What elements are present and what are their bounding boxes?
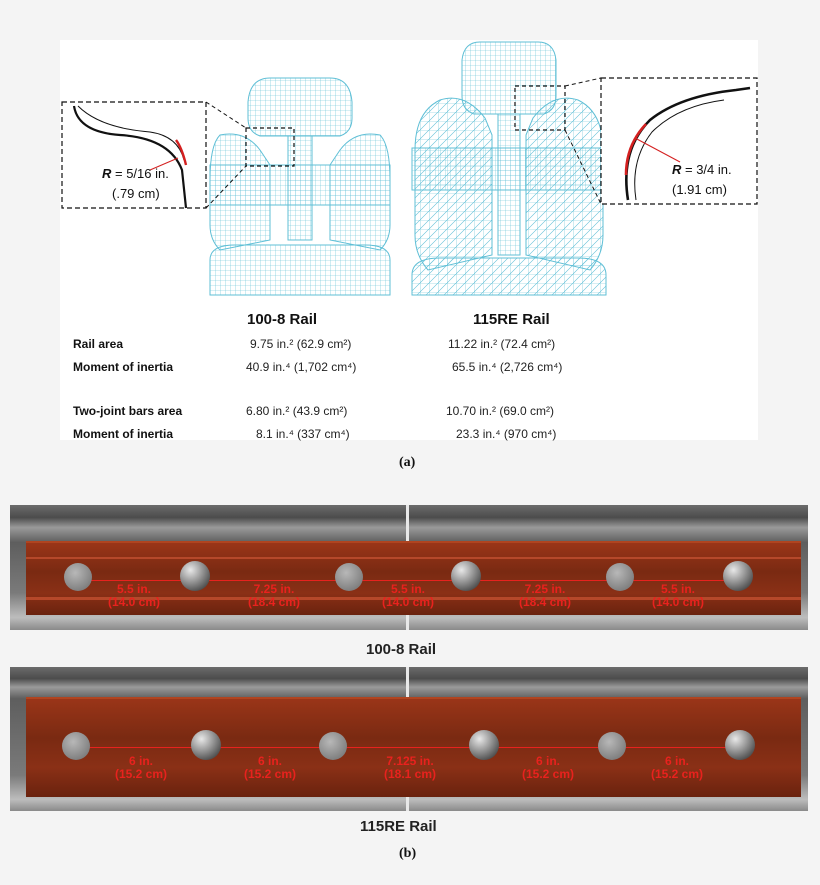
rail-name-100-8: 100-8 Rail: [366, 641, 437, 658]
label-moment-of-inertia-bars: Moment of inertia: [73, 427, 174, 441]
rail-100-8-mesh: [209, 77, 391, 296]
radius-label-100-8: R = 5/16 in.: [102, 166, 169, 181]
bolt-115re-4: [469, 730, 499, 760]
value-rail-area-115re: 11.22 in.² (72.4 cm²): [448, 337, 556, 351]
spacing-115re-4: 6 in.(15.2 cm): [521, 754, 575, 781]
radius-label-115re: R = 3/4 in.: [672, 162, 732, 177]
joint-bar-115re: [26, 697, 801, 797]
value-moment-bars-115re: 23.3 in.⁴ (970 cm⁴): [456, 427, 557, 441]
rail-115re-mesh: [411, 41, 607, 296]
spacing-100-8-4: 7.25 in.(18.4 cm): [518, 582, 572, 609]
spacing-115re-1: 6 in.(15.2 cm): [114, 754, 168, 781]
bolt-100-8-2: [180, 561, 210, 591]
label-moment-of-inertia: Moment of inertia: [73, 360, 174, 374]
bolt-100-8-5: [606, 563, 634, 591]
spacing-115re-2: 6 in.(15.2 cm): [243, 754, 297, 781]
rail-mesh-figure: [61, 41, 758, 296]
spacing-100-8-1: 5.5 in.(14.0 cm): [107, 582, 161, 609]
bolt-100-8-4: [451, 561, 481, 591]
value-moment-rail-100-8: 40.9 in.⁴ (1,702 cm⁴): [246, 360, 357, 374]
bolt-100-8-6: [723, 561, 753, 591]
rail-title-100-8: 100-8 Rail: [247, 311, 318, 328]
label-two-joint-bars-area: Two-joint bars area: [73, 404, 183, 418]
spacing-115re-5: 6 in.(15.2 cm): [650, 754, 704, 781]
panel-a-rail-sections: R = 5/16 in. (.79 cm) R = 3/4 in. (1.91 …: [60, 40, 758, 441]
joint-115re: [10, 667, 808, 811]
spacing-100-8-3: 5.5 in.(14.0 cm): [381, 582, 435, 609]
callout-box-100-8: [245, 127, 295, 167]
rail-name-115re: 115RE Rail: [360, 818, 437, 835]
rail-title-115re: 115RE Rail: [473, 311, 550, 328]
radius-metric-115re: (1.91 cm): [672, 182, 727, 197]
caption-a: (a): [399, 455, 416, 470]
radius-metric-100-8: (.79 cm): [112, 186, 160, 201]
caption-b: (b): [399, 846, 417, 861]
bolt-100-8-3: [335, 563, 363, 591]
bolt-115re-2: [191, 730, 221, 760]
value-bars-area-115re: 10.70 in.² (69.0 cm²): [446, 404, 555, 418]
value-bars-area-100-8: 6.80 in.² (43.9 cm²): [246, 404, 348, 418]
bolt-115re-1: [62, 732, 90, 760]
value-moment-bars-100-8: 8.1 in.⁴ (337 cm⁴): [256, 427, 350, 441]
label-rail-area: Rail area: [73, 337, 124, 351]
value-moment-rail-115re: 65.5 in.⁴ (2,726 cm⁴): [452, 360, 563, 374]
spacing-100-8-5: 5.5 in.(14.0 cm): [651, 582, 705, 609]
spacing-115re-3: 7.125 in.(18.1 cm): [383, 754, 437, 781]
value-rail-area-100-8: 9.75 in.² (62.9 cm²): [250, 337, 352, 351]
bolt-115re-5: [598, 732, 626, 760]
bolt-115re-3: [319, 732, 347, 760]
bolt-100-8-1: [64, 563, 92, 591]
callout-box-115re: [514, 85, 566, 131]
spacing-100-8-2: 7.25 in.(18.4 cm): [247, 582, 301, 609]
joint-100-8: [10, 505, 808, 630]
bolt-115re-6: [725, 730, 755, 760]
joint-bar-100-8: [26, 541, 801, 615]
